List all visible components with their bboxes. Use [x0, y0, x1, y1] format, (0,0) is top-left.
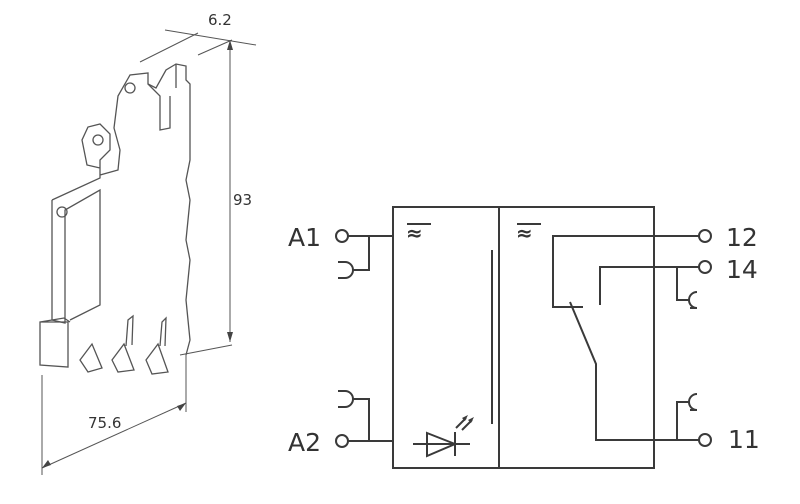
height-dimension-label: 93 [233, 191, 252, 209]
terminal-a1-label: A1 [288, 223, 321, 252]
terminal-a2-circle [335, 434, 349, 448]
contact-acdc-symbol: ≈ [516, 221, 533, 245]
coil-acdc-symbol: ≈ [406, 221, 423, 245]
dimension-lines [41, 29, 257, 475]
terminal-12-label: 12 [726, 223, 758, 252]
depth-dimension-label: 75.6 [88, 414, 121, 432]
terminal-a1-circle [335, 229, 349, 243]
relay-schematic [335, 206, 712, 469]
socket-icon [338, 390, 354, 408]
terminal-a2-label: A2 [288, 428, 321, 457]
width-dimension-label: 6.2 [208, 11, 232, 29]
socket-icon [338, 261, 354, 279]
terminal-11-circle [698, 433, 712, 447]
terminal-14-circle [698, 260, 712, 274]
changeover-contact [569, 301, 699, 441]
terminal-12-circle [698, 229, 712, 243]
relay-module-outline [39, 63, 191, 375]
socket-icon [688, 291, 698, 309]
led-diode-icon [413, 415, 474, 458]
terminal-11-label: 11 [728, 425, 760, 454]
socket-icon [688, 393, 698, 411]
terminal-14-label: 14 [726, 255, 758, 284]
